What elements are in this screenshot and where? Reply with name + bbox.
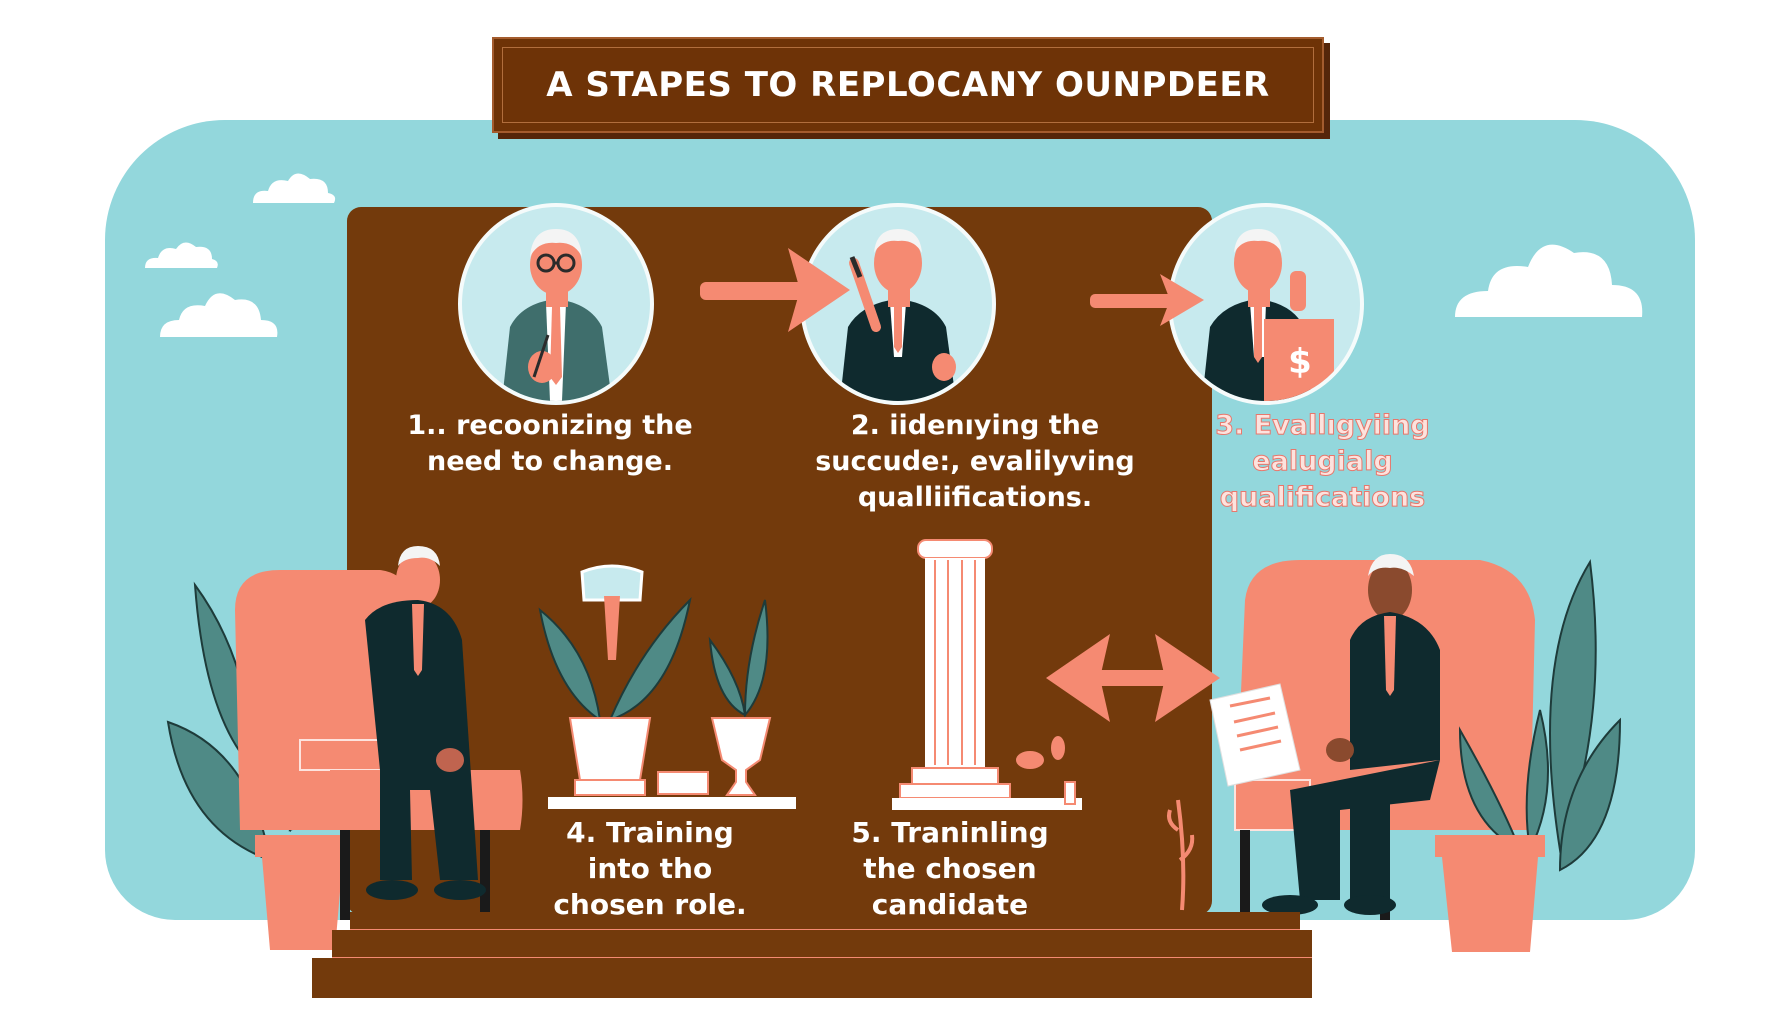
cloud-icon xyxy=(160,293,278,337)
shelf-with-plants-icon xyxy=(538,564,796,809)
arrow-bidirectional-icon xyxy=(1046,634,1220,722)
person-with-glasses-icon xyxy=(502,229,612,401)
small-leaf-icon xyxy=(1016,736,1076,805)
step-2-portrait xyxy=(800,203,996,405)
column-pillar-icon xyxy=(892,539,1082,810)
person-with-pen-icon xyxy=(840,229,956,401)
page-title: A stapes to replocany ounpdeer xyxy=(546,65,1270,105)
step-4-caption: 4. Training into tho chosen role. xyxy=(553,816,747,921)
document-icon xyxy=(1209,683,1301,787)
cloud-icon xyxy=(253,173,336,203)
cloud-icon xyxy=(145,242,218,268)
cloud-icon xyxy=(1455,244,1643,317)
step-2-label: 2. iidenıying the succude:, evalilyving … xyxy=(815,410,1135,513)
step-3-portrait: $ xyxy=(1168,203,1364,405)
step-number: 3. xyxy=(1215,410,1245,442)
step-5-caption: 5. Traninling the chosen candidate xyxy=(851,816,1049,921)
arrow-right-icon xyxy=(700,248,850,332)
right-plant-icon xyxy=(1435,559,1622,952)
title-banner: A stapes to replocany ounpdeer xyxy=(492,37,1324,133)
arrow-right-icon xyxy=(1090,274,1204,326)
small-red-plant-icon xyxy=(1167,799,1195,911)
step-1-portrait xyxy=(458,203,654,405)
step-3-label: 3. Evallıgyiing ealugialg qualifications xyxy=(1215,410,1430,514)
step-number: 1.. xyxy=(407,410,447,441)
seated-man-left-icon xyxy=(365,546,486,900)
seated-man-right-icon xyxy=(1209,554,1440,915)
person-with-money-document-icon: $ xyxy=(1202,229,1334,401)
stage-steps xyxy=(312,912,1312,998)
step-number: 2. xyxy=(850,410,880,441)
title-banner-border xyxy=(502,47,1314,123)
step-1-label: 1.. recoonizing the need to change. xyxy=(407,410,693,477)
svg-text:$: $ xyxy=(1288,342,1312,382)
